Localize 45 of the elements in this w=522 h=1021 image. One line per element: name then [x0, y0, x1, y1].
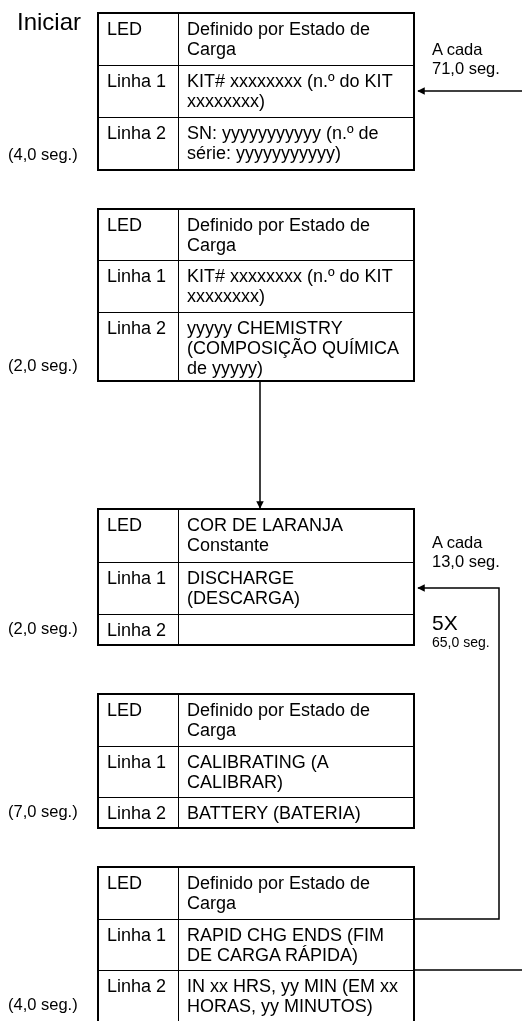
status-table: [97, 693, 415, 829]
table-cell-text: LED: [106, 214, 143, 237]
table-cell: COR DE LARANJA Constante: [178, 510, 413, 562]
arrow: [256, 381, 264, 509]
table-cell: Linha 2: [99, 614, 178, 644]
table-cell: Linha 2: [99, 797, 178, 827]
table-cell: Linha 2: [99, 970, 178, 1021]
duration-label: (2,0 seg.): [8, 619, 78, 638]
duration-label: (4,0 seg.): [8, 995, 78, 1014]
start-label: Iniciar: [17, 9, 82, 35]
status-table: [97, 866, 415, 1021]
duration-label: (2,0 seg.): [8, 356, 78, 375]
table-cell: BATTERY (BATERIA): [178, 797, 413, 827]
table-cell: KIT# xxxxxxxx (n.º do KIT xxxxxxxx): [178, 260, 413, 312]
status-table: [97, 208, 415, 382]
table-cell-text: LED: [106, 514, 143, 537]
connector-line: [414, 969, 522, 971]
duration-label: (7,0 seg.): [8, 802, 78, 821]
table-cell: Linha 1: [99, 746, 178, 797]
table-cell: Definido por Estado de Carga: [178, 868, 413, 919]
status-table: [97, 12, 415, 171]
note-label: 65,0 seg.: [432, 634, 490, 650]
table-cell-text: LED: [106, 872, 143, 895]
table-cell: Linha 1: [99, 919, 178, 970]
table-cell-text: LED: [106, 699, 143, 722]
table-cell: KIT# xxxxxxxx (n.º do KIT xxxxxxxx): [178, 65, 413, 117]
table-cell: DISCHARGE (DESCARGA): [178, 562, 413, 614]
status-table: [97, 508, 415, 646]
table-cell: Linha 1: [99, 260, 178, 312]
table-cell: CALIBRATING (A CALIBRAR): [178, 746, 413, 797]
arrow: [417, 87, 522, 95]
table-cell: IN xx HRS, yy MIN (EM xx HORAS, yy MINUTOS): [178, 970, 413, 1021]
table-cell: Definido por Estado de Carga: [178, 210, 413, 260]
table-cell: Linha 2: [99, 312, 178, 380]
table-cell: Definido por Estado de Carga: [178, 14, 413, 65]
table-cell: SN: yyyyyyyyyyy (n.º de série: yyyyyyyyyyy): [178, 117, 413, 169]
table-cell: Linha 1: [99, 562, 178, 614]
duration-label: (4,0 seg.): [8, 145, 78, 164]
table-cell: Linha 1: [99, 65, 178, 117]
table-cell: RAPID CHG ENDS (FIM DE CARGA RÁPIDA): [178, 919, 413, 970]
table-cell: Definido por Estado de Carga: [178, 695, 413, 746]
table-cell: Linha 2: [99, 117, 178, 169]
table-cell-text: LED: [106, 18, 143, 41]
table-cell: yyyyy CHEMISTRY (COMPOSIÇÃO QUÍMICA de yyyyy): [178, 312, 413, 380]
arrow: [414, 584, 500, 920]
